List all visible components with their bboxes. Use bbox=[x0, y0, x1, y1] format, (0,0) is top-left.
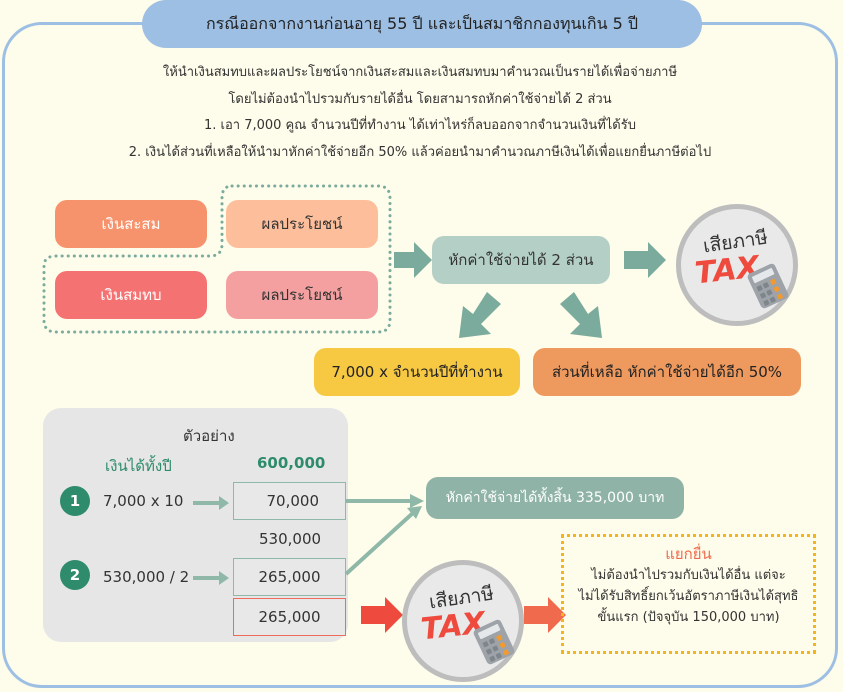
intro-line-4: 2. เงินได้ส่วนที่เหลือให้นำมาหักค่าใช้จ่… bbox=[128, 144, 712, 160]
step-2-result: 265,000 bbox=[233, 558, 346, 596]
intro-line-1: ให้นำเงินสมทบและผลประโยชน์จากเงินสะสมและ… bbox=[162, 65, 678, 80]
tax-badge-bottom: เสียภาษี TAX bbox=[402, 560, 524, 682]
contribution-box: เงินสมทบ bbox=[55, 271, 207, 319]
arrow-right-icon bbox=[193, 571, 229, 585]
benefit-box-1: ผลประโยชน์ bbox=[226, 200, 378, 248]
income-label: เงินได้ทั้งปี bbox=[105, 457, 172, 475]
note-line-2: ไม่ได้รับสิทธิ์ยกเว้นอัตราภาษีเงินได้สุท… bbox=[578, 589, 799, 604]
step-2-formula: 530,000 / 2 bbox=[103, 568, 190, 586]
tax-badge-top: เสียภาษี TAX bbox=[676, 204, 798, 326]
step-1-badge: 1 bbox=[60, 486, 90, 516]
step-1-result: 70,000 bbox=[233, 482, 346, 520]
arrow-right-red-icon bbox=[361, 597, 403, 633]
example-panel: ตัวอย่าง เงินได้ทั้งปี 600,000 1 7,000 x… bbox=[43, 408, 348, 642]
step-1-formula: 7,000 x 10 bbox=[103, 492, 184, 510]
arrow-right-icon bbox=[394, 242, 432, 278]
note-line-1: ไม่ต้องนำไปรวมกับเงินได้อื่น แต่จะ bbox=[591, 568, 786, 583]
income-value: 600,000 bbox=[257, 454, 326, 472]
arrow-down-left-icon bbox=[459, 292, 501, 338]
separate-filing-note: แยกยื่น ไม่ต้องนำไปรวมกับเงินได้อื่น แต่… bbox=[561, 534, 816, 654]
note-line-3: ขั้นแรก (ปัจจุบัน 150,000 บาท) bbox=[597, 610, 780, 625]
deduct-two-box: หักค่าใช้จ่ายได้ 2 ส่วน bbox=[432, 236, 610, 284]
total-deduction-box: หักค่าใช้จ่ายได้ทั้งสิ้น 335,000 บาท bbox=[426, 477, 684, 519]
intro-text: ให้นำเงินสมทบและผลประโยชน์จากเงินสะสมและ… bbox=[60, 60, 780, 166]
rule1-box: 7,000 x จำนวนปีที่ทำงาน bbox=[314, 348, 520, 396]
benefit-box-2: ผลประโยชน์ bbox=[226, 271, 378, 319]
arrow-down-right-icon bbox=[560, 292, 602, 338]
rule2-box: ส่วนที่เหลือ หักค่าใช้จ่ายได้อีก 50% bbox=[533, 348, 801, 396]
example-title: ตัวอย่าง bbox=[183, 427, 235, 445]
remaining-value: 530,000 bbox=[259, 530, 322, 548]
arrow-right-icon bbox=[624, 242, 666, 278]
step-2-badge: 2 bbox=[60, 560, 90, 590]
intro-line-3: 1. เอา 7,000 คูณ จำนวนปีที่ทำงาน ได้เท่า… bbox=[203, 118, 636, 133]
taxable-result: 265,000 bbox=[233, 598, 346, 636]
arrow-right-orange-icon bbox=[524, 597, 566, 633]
accumulated-box: เงินสะสม bbox=[55, 200, 207, 248]
arrow-right-icon bbox=[193, 496, 229, 510]
page-title: กรณีออกจากงานก่อนอายุ 55 ปี และเป็นสมาชิ… bbox=[142, 0, 702, 48]
intro-line-2: โดยไม่ต้องนำไปรวมกับรายได้อื่น โดยสามารถ… bbox=[228, 91, 612, 107]
note-heading: แยกยื่น bbox=[665, 545, 712, 563]
